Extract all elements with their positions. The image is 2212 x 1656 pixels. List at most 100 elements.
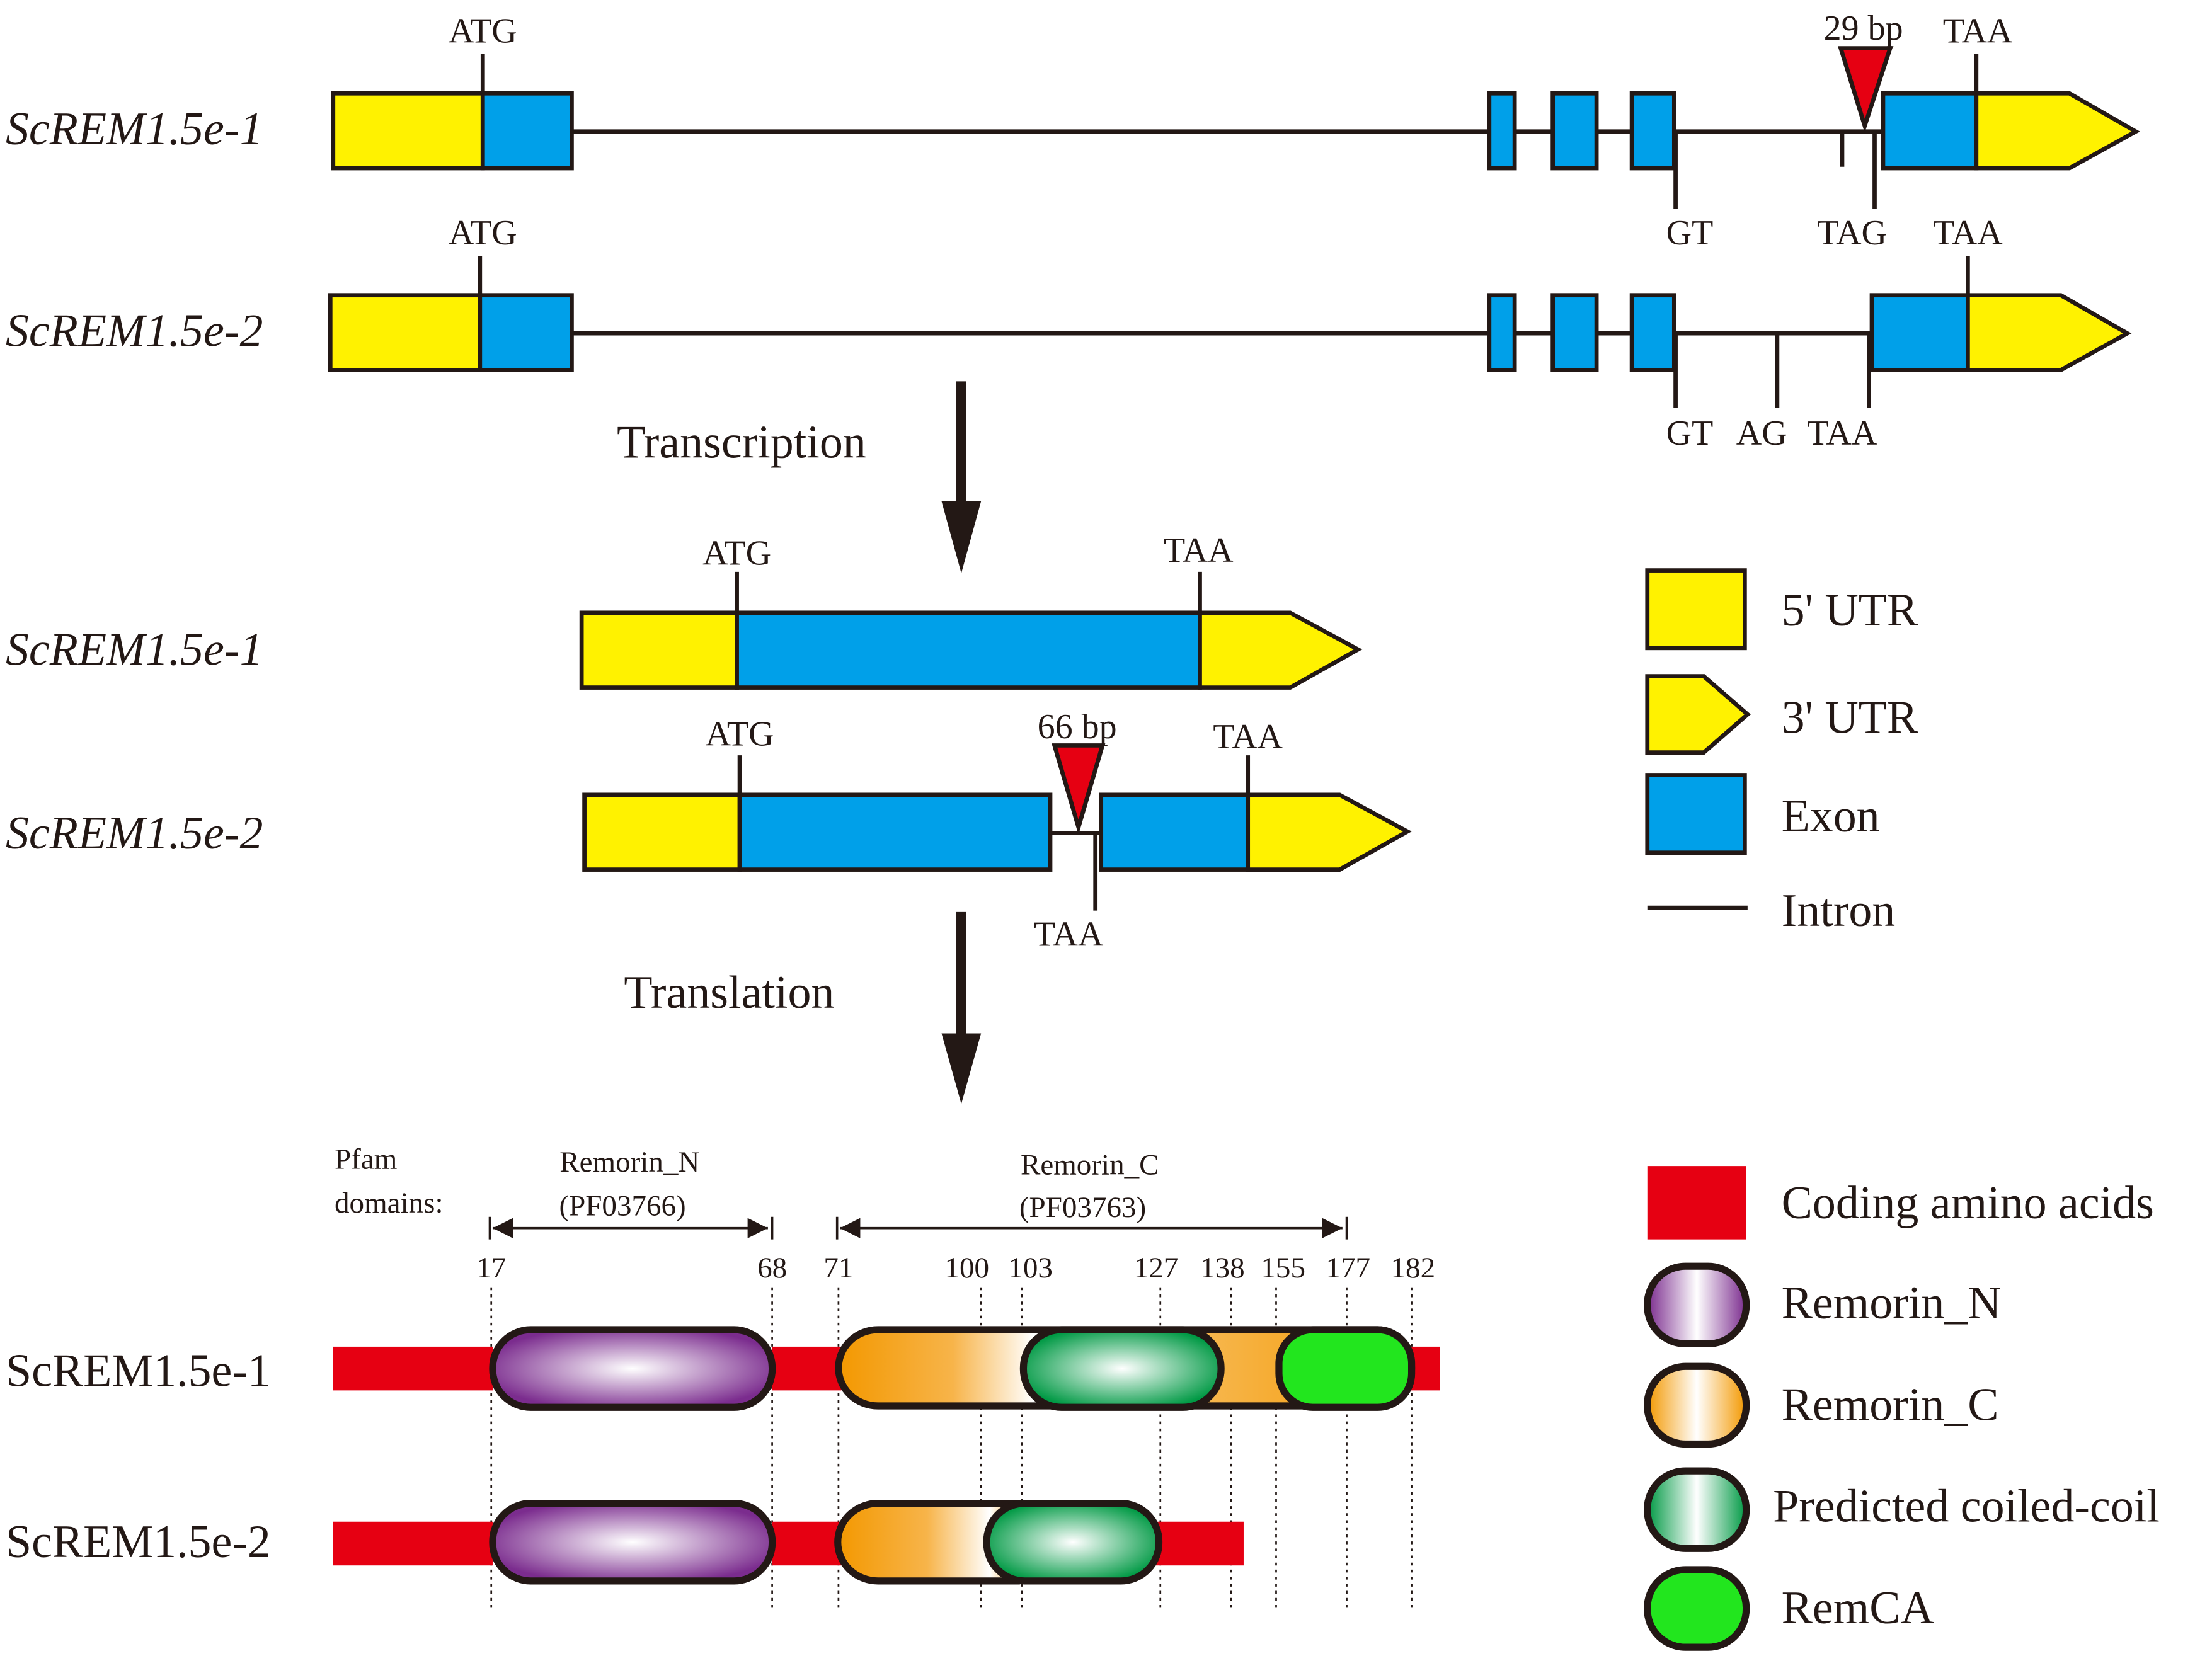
coding-segment [772,1346,842,1391]
utr3-arrow [1974,91,2140,171]
gene-1-taa-label: TAA [1943,12,2013,51]
exon-box [1550,293,1599,372]
coding-segment [772,1521,842,1566]
legend-exon-swatch [1645,773,1747,855]
utr5-box [582,792,742,872]
mrna-1-atg-label: ATG [702,534,771,573]
gene-2-taa-label: TAA [1933,214,2003,253]
exon-box [1629,91,1676,171]
position-label: 177 [1326,1252,1370,1284]
transcription-label: Transcription [617,416,866,467]
mrna-1-structure [579,571,1363,690]
mrna-1-name: ScREM1.5e-1 [6,624,263,675]
translation-arrow-head [941,1033,982,1104]
legend-remorin-n-label: Remorin_N [1782,1277,2002,1328]
position-label: 127 [1134,1252,1179,1284]
legend-intron-label: Intron [1782,884,1896,936]
mrna-2-stop-label: TAA [1034,915,1104,954]
mrna-1-taa-label: TAA [1164,531,1234,570]
gene-1-gt-label: GT [1666,214,1714,253]
legend-remorin-c-swatch [1644,1362,1750,1448]
utr3-arrow [1246,792,1412,872]
coding-segment [333,1346,493,1391]
remorin-c-domain [834,1500,1020,1585]
position-label: 100 [945,1252,990,1284]
legend-coding-swatch [1647,1166,1746,1240]
position-label: 68 [757,1252,787,1284]
utr5-box [331,91,485,171]
protein-2-name: ScREM1.5e-2 [6,1516,271,1567]
position-label: 155 [1261,1252,1305,1284]
exon-box [1881,91,1979,171]
remorin-n-domain [489,1326,776,1411]
legend-utr5-swatch [1645,568,1747,651]
legend-remorin-n-swatch [1644,1262,1750,1348]
gene-1-insert-label: 29 bp [1824,9,1903,48]
cds-box [735,610,1202,690]
mrna-2-atg-label: ATG [706,714,774,753]
protein-1-name: ScREM1.5e-1 [6,1345,271,1396]
remorin-c-id: (PF03763) [1019,1191,1146,1224]
gene-1-atg-label: ATG [449,12,517,51]
cds-box [1099,792,1251,872]
pfam-label-line2: domains: [335,1187,444,1219]
exon-box [1487,293,1517,372]
protein-2 [333,1500,1244,1585]
utr3-arrow [1198,610,1363,690]
protein-1 [333,1326,1440,1411]
insert-marker [1052,743,1106,835]
gene-1-tag-label: TAG [1817,214,1887,253]
exon-box [1487,91,1517,171]
remca-domain [1275,1326,1416,1411]
exon-box [1629,293,1676,372]
position-label: 182 [1391,1252,1436,1284]
legend-utr3-swatch [1645,674,1751,755]
legend-coiled-coil-swatch [1644,1467,1750,1552]
gene-1-structure [331,46,2140,210]
legend-remca-label: RemCA [1782,1582,1934,1633]
mrna-2-insert-label: 66 bp [1038,707,1117,746]
mrna-2-taa-label: TAA [1213,717,1283,757]
position-label: 138 [1200,1252,1245,1284]
gene-2-gt-label: GT [1666,414,1714,453]
gene-2-atg-label: ATG [449,214,517,253]
transcription-arrow-head [941,501,982,574]
mrna-2-structure [582,743,1412,911]
remorin-n-id: (PF03766) [559,1190,685,1223]
exon-box [1550,91,1599,171]
position-label: 103 [1008,1252,1053,1284]
utr5-box [579,610,739,690]
legend-utr3-label: 3' UTR [1782,691,1918,743]
gene-2-intron-taa-label: TAA [1808,414,1877,453]
remorin-n-title: Remorin_N [559,1146,699,1179]
insert-marker [1838,46,1893,133]
remorin-n-domain [489,1500,776,1585]
gene-1-name: ScREM1.5e-1 [6,103,263,154]
gene-2-structure [328,255,2132,408]
gene-2-name: ScREM1.5e-2 [6,304,263,356]
process-arrows [941,381,982,1104]
coding-segment [1154,1521,1244,1566]
legend-remca-swatch [1644,1566,1750,1651]
utr5-box [328,293,483,372]
legend-remorin-c-label: Remorin_C [1782,1378,1999,1430]
gene-2-ag-label: AG [1736,414,1787,453]
position-label: 71 [823,1252,853,1284]
exon-box [1869,293,1970,372]
legend-exon-label: Exon [1782,790,1880,842]
translation-label: Translation [624,966,834,1018]
exon-box [478,293,574,372]
pfam-label-line1: Pfam [335,1143,397,1176]
utr3-arrow [1966,293,2132,372]
cds-box [737,792,1053,872]
protein-domains [333,1216,1440,1613]
exon-box [480,91,574,171]
mrna-2-name: ScREM1.5e-2 [6,807,263,859]
legend-utr5-label: 5' UTR [1782,584,1918,636]
remorin-c-title: Remorin_C [1021,1149,1159,1182]
legend-coiled-coil-label: Predicted coiled-coil [1773,1480,2160,1532]
coding-segment [333,1521,493,1566]
legend-coding-label: Coding amino acids [1782,1177,2154,1228]
position-label: 17 [476,1252,506,1284]
